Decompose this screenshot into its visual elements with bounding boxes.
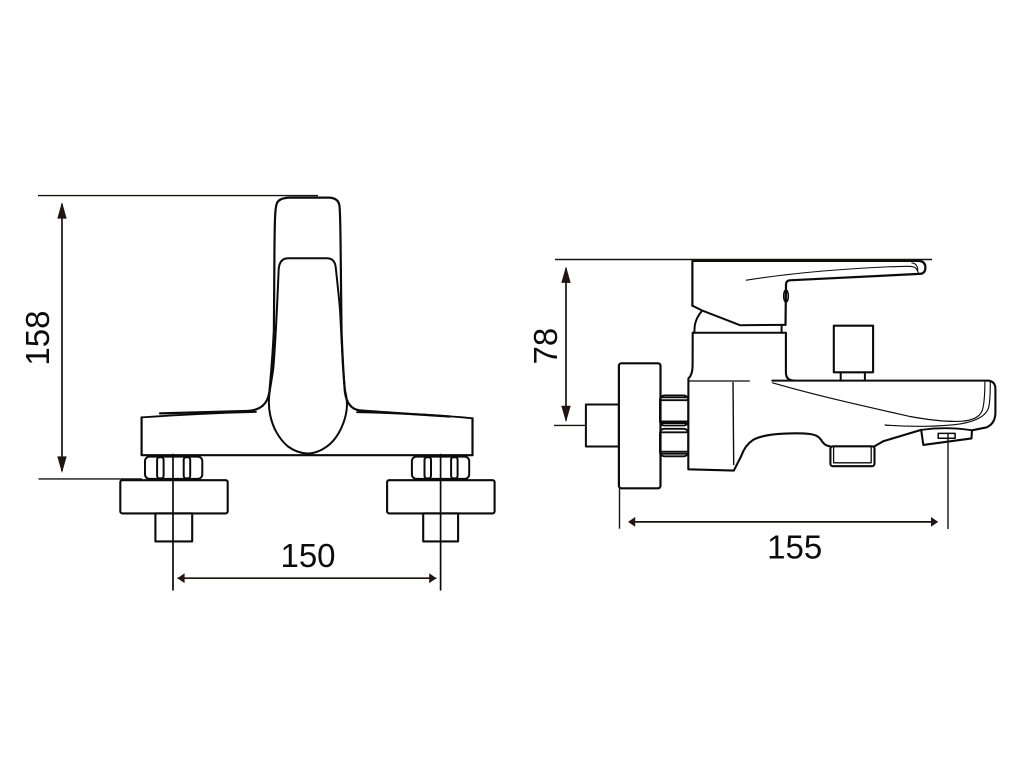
svg-text:78: 78 xyxy=(527,328,564,365)
svg-text:150: 150 xyxy=(280,537,335,574)
svg-text:155: 155 xyxy=(767,529,822,566)
svg-text:158: 158 xyxy=(19,311,56,366)
